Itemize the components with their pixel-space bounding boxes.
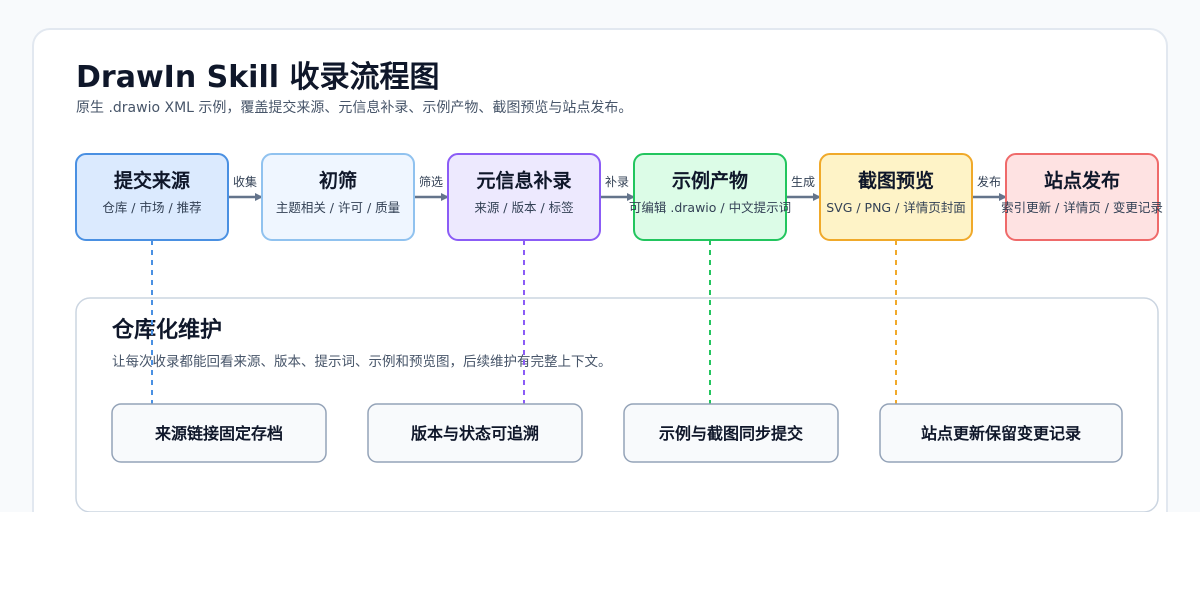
edge-label: 发布	[977, 174, 1001, 189]
node-site-publish[interactable]: 站点发布 索引更新 / 详情页 / 变更记录	[1001, 153, 1163, 241]
item-changelog[interactable]: 站点更新保留变更记录	[879, 403, 1123, 463]
dashed-connectors	[151, 240, 897, 404]
node-title: 初筛	[319, 169, 357, 192]
panel-description: 让每次收录都能回看来源、版本、提示词、示例和预览图，后续维护有完整上下文。	[112, 354, 612, 370]
node-subtitle: 索引更新 / 详情页 / 变更记录	[1001, 200, 1163, 215]
node-example-output[interactable]: 示例产物 可编辑 .drawio / 中文提示词	[629, 153, 791, 241]
node-title: 截图预览	[858, 169, 934, 192]
node-metadata[interactable]: 元信息补录 来源 / 版本 / 标签	[447, 153, 601, 241]
node-subtitle: 可编辑 .drawio / 中文提示词	[629, 200, 791, 215]
node-screenshot-preview[interactable]: 截图预览 SVG / PNG / 详情页封面	[819, 153, 973, 241]
page-subtitle: 原生 .drawio XML 示例，覆盖提交来源、元信息补录、示例产物、截图预览…	[76, 100, 633, 116]
node-submit-source[interactable]: 提交来源 仓库 / 市场 / 推荐	[75, 153, 229, 241]
node-initial-screening[interactable]: 初筛 主题相关 / 许可 / 质量	[261, 153, 415, 241]
node-title: 示例产物	[672, 169, 748, 192]
item-version-trace[interactable]: 版本与状态可追溯	[367, 403, 583, 463]
panel-title: 仓库化维护	[111, 317, 222, 343]
item-source-archive[interactable]: 来源链接固定存档	[111, 403, 327, 463]
edge-label: 生成	[791, 175, 815, 189]
item-label: 示例与截图同步提交	[659, 424, 803, 443]
node-title: 元信息补录	[476, 169, 571, 192]
item-example-sync[interactable]: 示例与截图同步提交	[623, 403, 839, 463]
item-label: 站点更新保留变更记录	[921, 424, 1081, 443]
node-subtitle: 主题相关 / 许可 / 质量	[276, 200, 400, 215]
node-title: 站点发布	[1044, 169, 1120, 192]
edge-label: 筛选	[419, 174, 443, 189]
node-title: 提交来源	[114, 169, 190, 192]
flow-edges: 收集 筛选 补录 生成 发布	[228, 174, 1007, 201]
item-label: 版本与状态可追溯	[410, 424, 539, 443]
node-subtitle: 来源 / 版本 / 标签	[474, 200, 574, 215]
item-label: 来源链接固定存档	[154, 424, 283, 443]
image-bottom-crop	[0, 512, 1200, 600]
page-title: DrawIn Skill 收录流程图	[76, 60, 440, 95]
edge-label: 补录	[605, 175, 629, 189]
edge-label: 收集	[233, 174, 257, 189]
maintenance-items: 来源链接固定存档 版本与状态可追溯 示例与截图同步提交 站点更新保留变更记录	[111, 403, 1123, 463]
node-subtitle: SVG / PNG / 详情页封面	[826, 200, 966, 215]
flow-nodes: 提交来源 仓库 / 市场 / 推荐 初筛 主题相关 / 许可 / 质量 元信息补…	[75, 153, 1163, 241]
node-subtitle: 仓库 / 市场 / 推荐	[102, 200, 201, 215]
